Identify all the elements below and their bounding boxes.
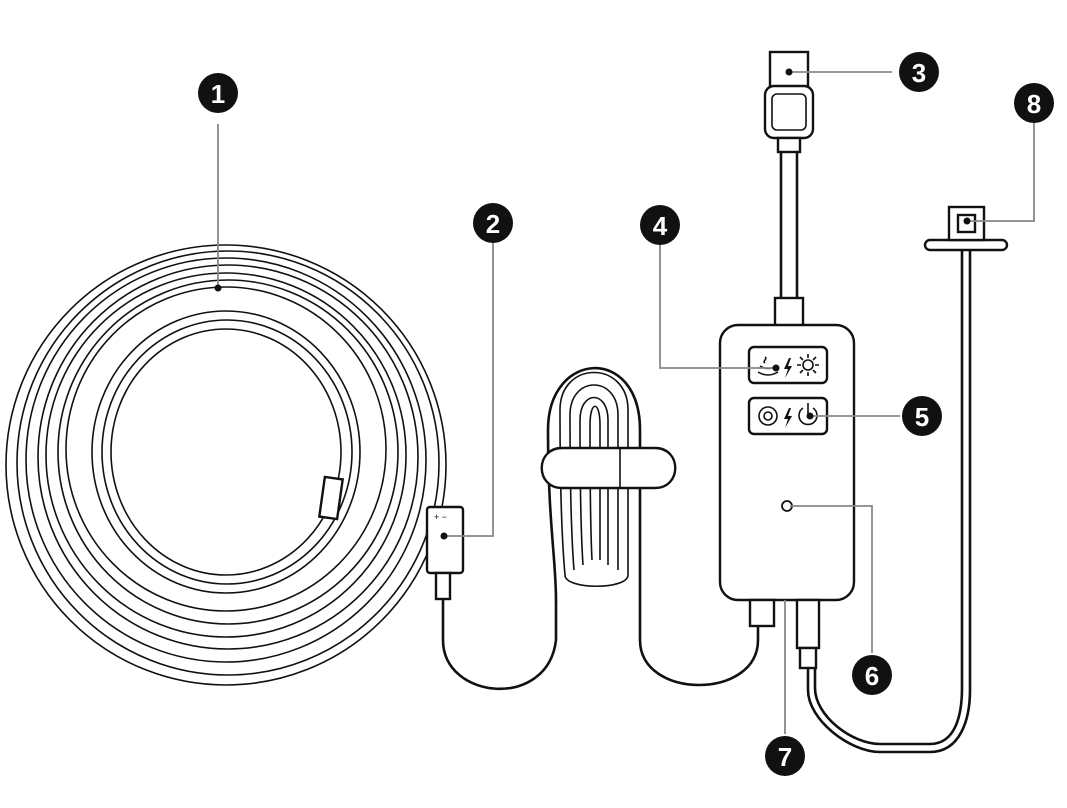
usb-plug bbox=[763, 50, 815, 328]
callout-2-label: 2 bbox=[486, 209, 500, 239]
brightness-icon bbox=[797, 354, 819, 376]
coiled-light-strip: + − bbox=[5, 244, 558, 691]
callout-7: 7 bbox=[765, 736, 805, 776]
callout-7-label: 7 bbox=[778, 742, 792, 772]
callout-6-label: 6 bbox=[865, 661, 879, 691]
callout-5: 5 bbox=[902, 396, 942, 436]
callout-1-label: 1 bbox=[211, 79, 225, 109]
callout-2: 2 bbox=[473, 203, 513, 243]
svg-text:+ −: + − bbox=[434, 512, 447, 522]
cycle-icon bbox=[758, 406, 778, 426]
callout-4-label: 4 bbox=[653, 211, 668, 241]
callout-8-label: 8 bbox=[1027, 89, 1041, 119]
callout-3-label: 3 bbox=[912, 58, 926, 88]
cable-strap bbox=[540, 446, 677, 490]
bundled-cable bbox=[540, 366, 760, 687]
callout-4: 4 bbox=[640, 205, 680, 245]
callout-3: 3 bbox=[899, 52, 939, 92]
callout-8: 8 bbox=[1014, 83, 1054, 123]
connector-cable bbox=[441, 597, 558, 691]
callout-leaders bbox=[214, 68, 1035, 734]
strip-end-cap bbox=[317, 475, 345, 521]
controller-box bbox=[718, 323, 856, 670]
callout-6: 6 bbox=[852, 655, 892, 695]
mode-button[interactable] bbox=[747, 345, 829, 385]
sensor bbox=[806, 205, 1009, 754]
callout-1: 1 bbox=[198, 73, 238, 113]
callout-5-label: 5 bbox=[915, 402, 929, 432]
